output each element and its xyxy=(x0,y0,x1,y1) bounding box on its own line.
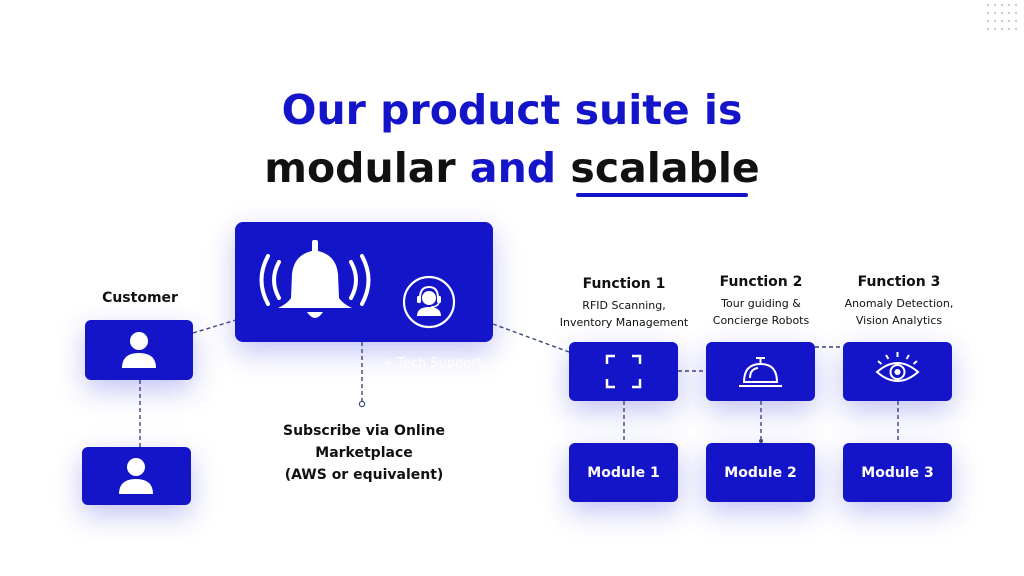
function-2-description: Tour guiding & Concierge Robots xyxy=(690,295,832,329)
function-3-title: Function 3 xyxy=(857,274,941,290)
module-2-label: Module 2 xyxy=(724,464,797,481)
user-icon xyxy=(119,458,153,494)
tech-support-ghost-label: + Tech Support xyxy=(382,356,482,371)
bell-notification-icon xyxy=(259,240,371,318)
title-word-scalable: scalable xyxy=(570,144,760,192)
customer-box-2 xyxy=(82,447,191,505)
module-1-box: Module 1 xyxy=(569,443,678,502)
subscribe-label: Subscribe via Online Marketplace (AWS or… xyxy=(232,420,496,486)
function-1-desc-line-2: Inventory Management xyxy=(559,316,689,329)
function-1-description: RFID Scanning, Inventory Management xyxy=(548,297,700,331)
title-underline xyxy=(576,193,748,197)
function-1-desc-line-1: RFID Scanning, xyxy=(582,299,666,312)
function-2-desc-line-1: Tour guiding & xyxy=(721,297,801,310)
subscribe-line-1: Subscribe via Online Marketplace xyxy=(283,423,445,461)
subscribe-line-2: (AWS or equivalent) xyxy=(284,467,444,483)
module-3-box: Module 3 xyxy=(843,443,952,502)
title-word-and: and xyxy=(469,144,557,192)
function-3-desc-line-2: Vision Analytics xyxy=(855,314,943,327)
platform-box xyxy=(235,222,493,342)
function-1-title: Function 1 xyxy=(582,276,666,292)
service-bell-icon xyxy=(739,357,782,387)
title-line-1: Our product suite is xyxy=(281,86,743,134)
dot-grid-decoration xyxy=(986,3,1018,31)
function-2-desc-line-2: Concierge Robots xyxy=(712,314,810,327)
function-3-desc-line-1: Anomaly Detection, xyxy=(844,297,954,310)
function-2-box xyxy=(706,342,815,401)
scan-frame-icon xyxy=(605,354,642,389)
customer-label: Customer xyxy=(102,290,178,306)
function-2-title: Function 2 xyxy=(719,274,803,290)
module-2-box: Module 2 xyxy=(706,443,815,502)
eye-icon xyxy=(875,352,920,382)
user-icon xyxy=(122,332,156,368)
support-agent-icon xyxy=(402,275,456,329)
function-1-box xyxy=(569,342,678,401)
title-line-2: modular and scalable xyxy=(0,138,1024,198)
function-3-box xyxy=(843,342,952,401)
module-3-label: Module 3 xyxy=(861,464,934,481)
module-1-label: Module 1 xyxy=(587,464,660,481)
customer-box-1 xyxy=(85,320,193,380)
title-word-modular: modular xyxy=(264,144,456,192)
function-3-description: Anomaly Detection, Vision Analytics xyxy=(826,295,972,329)
